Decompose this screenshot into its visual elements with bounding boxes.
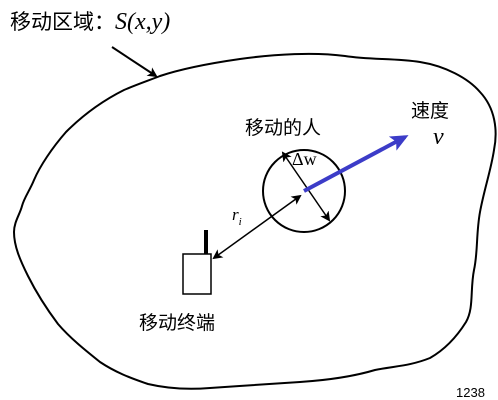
region-function-text: S(x,y): [115, 9, 171, 35]
distance-ri-arrow: [212, 194, 302, 260]
region-title: 移动区域：S(x,y): [10, 10, 170, 34]
ri-label: ri: [232, 205, 242, 228]
velocity-arrow: [303, 135, 409, 193]
terminal-label: 移动终端: [139, 312, 216, 334]
corner-number: 1238: [456, 385, 485, 400]
terminal-body: [182, 253, 212, 295]
region-boundary: [12, 52, 497, 390]
person-label: 移动的人: [245, 117, 322, 139]
region-pointer-arrow: [111, 46, 158, 78]
person-circle: [262, 149, 346, 233]
delta-w-arrow: [281, 151, 331, 222]
ri-subscript-text: i: [238, 216, 242, 228]
speed-symbol: v: [433, 124, 444, 150]
delta-w-label: Δw: [292, 149, 317, 169]
region-prefix-text: 移动区域：: [10, 10, 115, 34]
ri-main-text: r: [232, 205, 239, 224]
speed-label: 速度: [411, 100, 450, 122]
